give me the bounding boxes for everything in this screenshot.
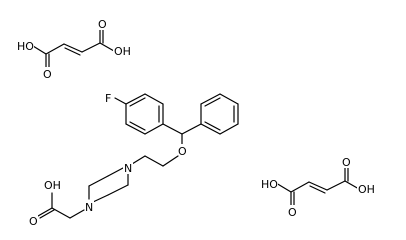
acid-oxygen-label: O — [29, 215, 38, 228]
fluorophenyl-ring — [125, 93, 164, 135]
piperazine-n4-label: N — [124, 162, 132, 175]
oxygen-label: O — [98, 18, 107, 31]
ether-oxygen-label: O — [178, 145, 187, 158]
hydroxyl-label: HO — [261, 178, 278, 191]
fumaric-acid-bottom: HO O O OH — [260, 155, 375, 219]
phenyl-ring — [200, 93, 239, 135]
piperazine-ring — [88, 167, 129, 203]
fumaric-acid-top: HO O O OH — [16, 17, 131, 81]
acid-hydroxyl-label: OH — [44, 179, 61, 192]
hydroxyl-label: OH — [114, 45, 131, 58]
oxygen-label: O — [288, 206, 297, 219]
main-molecule: F O — [28, 91, 239, 228]
piperazine-n1-label: N — [85, 201, 93, 214]
fluorine-label: F — [105, 92, 111, 105]
oxygen-label: O — [43, 68, 52, 81]
hydroxyl-label: HO — [17, 40, 34, 53]
oxygen-label: O — [342, 156, 351, 169]
hydroxyl-label: OH — [358, 183, 375, 196]
